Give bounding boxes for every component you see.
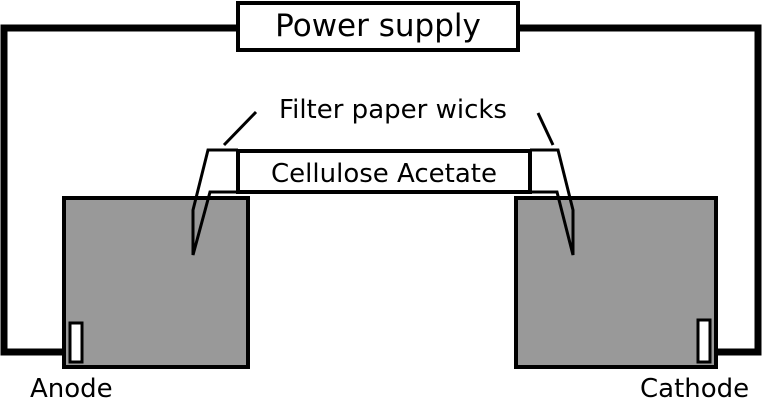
filter-paper-wicks-label: Filter paper wicks xyxy=(279,95,507,125)
anode-wire xyxy=(0,24,238,356)
power-supply-box xyxy=(236,1,520,52)
cathode-label: Cathode xyxy=(640,374,749,400)
left-filter-paper-wick xyxy=(191,148,238,256)
cathode-wire xyxy=(518,24,762,356)
anode-label: Anode xyxy=(30,374,113,400)
anode-buffer-tank xyxy=(62,196,250,369)
cathode-buffer-tank xyxy=(514,196,718,369)
cellulose-acetate-label: Cellulose Acetate xyxy=(271,159,497,189)
cellulose-acetate-strip xyxy=(236,149,532,194)
power-supply-label: Power supply xyxy=(275,8,481,44)
cathode-electrode xyxy=(696,318,712,364)
anode-electrode xyxy=(68,321,84,364)
left-wick-leader-line xyxy=(222,110,258,147)
right-wick-leader-line xyxy=(536,112,555,146)
right-filter-paper-wick xyxy=(530,148,575,256)
